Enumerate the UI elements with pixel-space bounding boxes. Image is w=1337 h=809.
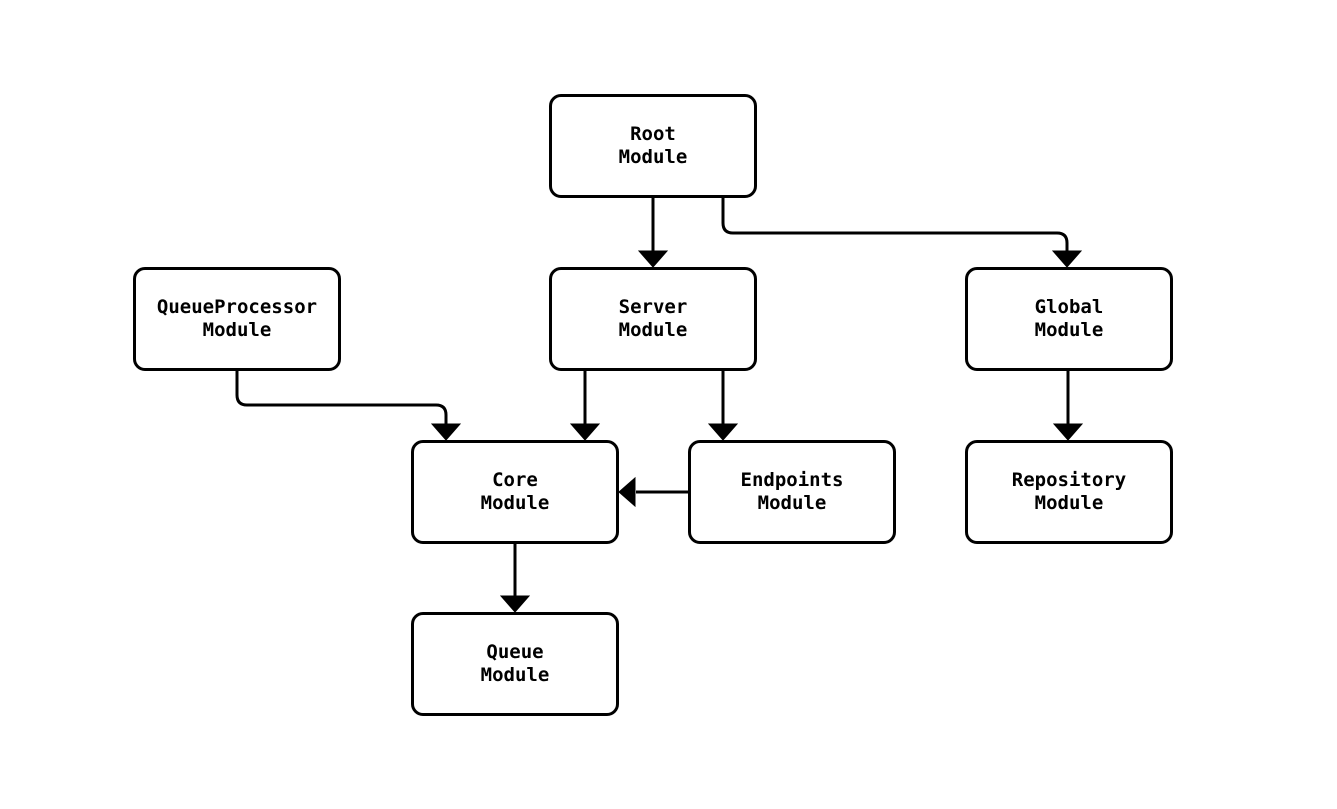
arrowhead-icon — [499, 595, 531, 613]
edge-endpoints-to-core — [618, 476, 688, 508]
node-label-line2: Module — [480, 664, 550, 686]
node-label-line1: Core — [492, 469, 538, 491]
node-label-line1: Queue — [486, 641, 544, 663]
arrowhead-icon — [707, 423, 739, 441]
arrowhead-icon — [1052, 423, 1084, 441]
edge-root-to-global — [721, 198, 1083, 268]
arrowhead-icon — [569, 423, 601, 441]
node-label-line1: Server — [618, 296, 688, 318]
node-global-module: Global Module — [965, 267, 1173, 371]
node-label-line2: Module — [202, 319, 272, 341]
node-label-line1: Root — [630, 123, 676, 145]
node-label-line2: Module — [1034, 319, 1104, 341]
node-label-line2: Module — [1034, 492, 1104, 514]
arrowhead-icon — [430, 423, 462, 441]
node-label-line1: QueueProcessor — [156, 296, 318, 318]
node-repository-module: Repository Module — [965, 440, 1173, 544]
edge-global-to-repository — [1052, 371, 1084, 441]
node-server-module: Server Module — [549, 267, 757, 371]
node-label-line2: Module — [480, 492, 550, 514]
edge-server-to-endpoints — [707, 371, 739, 441]
edge-server-to-core — [569, 371, 601, 441]
node-label-line1: Global — [1034, 296, 1104, 318]
node-label-line2: Module — [618, 146, 688, 168]
arrowhead-icon — [618, 476, 636, 508]
node-endpoints-module: Endpoints Module — [688, 440, 896, 544]
node-label-line2: Module — [618, 319, 688, 341]
edge-queueprocessor-to-core — [235, 371, 462, 441]
arrowhead-icon — [637, 250, 669, 268]
arrowhead-icon — [1051, 250, 1083, 268]
edge-core-to-queue — [499, 544, 531, 613]
node-queueprocessor-module: QueueProcessor Module — [133, 267, 341, 371]
node-label-line1: Repository — [1011, 469, 1127, 491]
node-core-module: Core Module — [411, 440, 619, 544]
node-root-module: Root Module — [549, 94, 757, 198]
edge-line — [235, 371, 448, 425]
edge-root-to-server — [637, 198, 669, 268]
node-label-line1: Endpoints — [740, 469, 844, 491]
node-queue-module: Queue Module — [411, 612, 619, 716]
node-label-line2: Module — [757, 492, 827, 514]
edge-line — [721, 198, 1069, 252]
